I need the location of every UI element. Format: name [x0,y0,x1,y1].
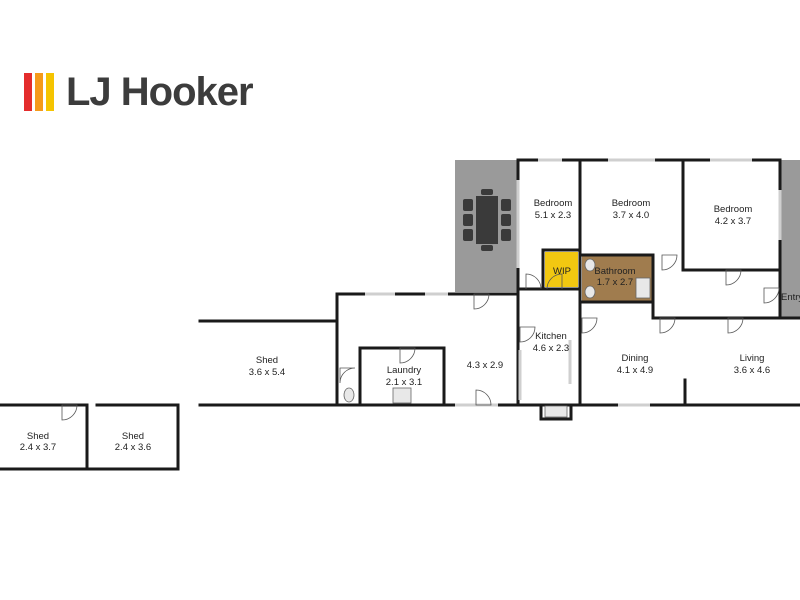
label-wip: WIP [553,266,571,277]
wip-room [545,252,578,287]
basin-icon [584,258,596,272]
logo-stripes-icon [24,73,54,111]
toilet-icon [584,285,596,299]
label-utility: 4.3 x 2.9 [467,360,503,371]
logo-stripe-yellow [46,73,54,111]
walls [0,158,800,471]
doors [61,254,780,421]
logo-stripe-orange [35,73,43,111]
laundry-tub-icon [392,387,412,404]
shower-icon [635,277,651,299]
fixtures [343,258,651,418]
brand-name: LJ Hooker [66,70,254,114]
outdoor-dining-table-icon [463,189,511,251]
windows [365,158,782,407]
laundry-toilet-icon [343,387,355,403]
brand-logo: LJ Hooker [24,70,254,114]
stove-icon [544,405,568,418]
label-entry: Entry [781,292,800,303]
logo-stripe-red [24,73,32,111]
deck-right [780,160,800,318]
